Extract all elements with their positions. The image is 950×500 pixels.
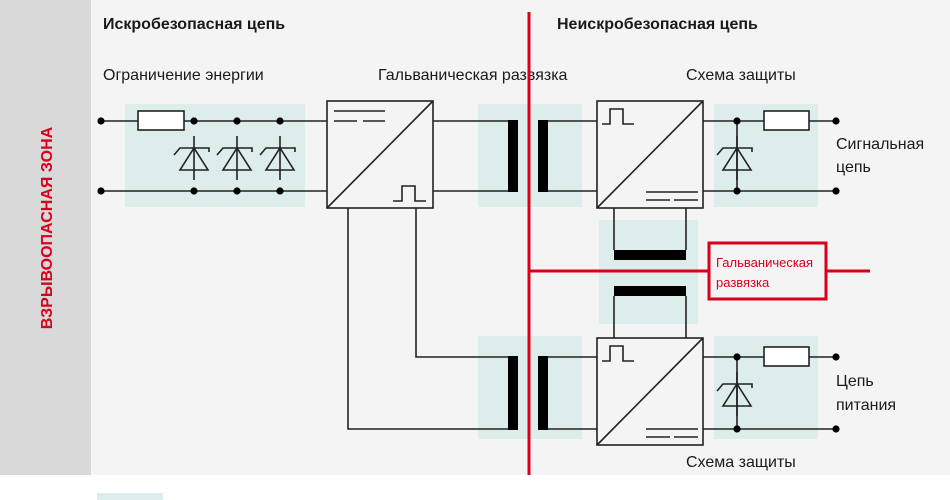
transformer-icon bbox=[508, 120, 548, 192]
resistor-icon bbox=[763, 110, 810, 131]
legend-swatch bbox=[97, 493, 163, 500]
energy-limit-label: Ограничение энергии bbox=[103, 67, 264, 84]
wiring bbox=[347, 120, 836, 430]
protection-circuit-label-bottom: Схема защиты bbox=[686, 454, 796, 471]
signal-protection-circuit bbox=[716, 110, 840, 195]
resistor-icon bbox=[763, 346, 810, 367]
power-protection-circuit bbox=[716, 346, 840, 433]
signal-circuit-label-2: цепь bbox=[836, 159, 871, 176]
galvanic-isolation-label: Гальваническая развязка bbox=[378, 67, 568, 84]
callout-text-2: развязка bbox=[716, 275, 770, 290]
protection-circuit-label-top: Схема защиты bbox=[686, 67, 796, 84]
power-circuit-label-1: Цепь bbox=[836, 373, 874, 390]
hazardous-zone-label: ВЗРЫВООПАСНАЯ ЗОНА bbox=[39, 126, 56, 329]
resistor-icon bbox=[137, 110, 185, 131]
hazardous-zone-band bbox=[0, 0, 91, 475]
signal-circuit-label-1: Сигнальная bbox=[836, 136, 924, 153]
transformer-icon bbox=[508, 356, 548, 430]
transformer-icon bbox=[614, 250, 686, 296]
dc-converter-icon bbox=[596, 100, 704, 209]
galvanic-isolation-callout bbox=[707, 241, 828, 301]
power-circuit-label-2: питания bbox=[836, 397, 896, 414]
callout-text-1: Гальваническая bbox=[716, 255, 813, 270]
energy-limiter-circuit bbox=[97, 110, 327, 195]
intrinsically-safe-title: Искробезопасная цепь bbox=[103, 16, 285, 33]
dc-converter-icon bbox=[326, 100, 434, 209]
dc-converter-icon bbox=[596, 337, 704, 446]
non-intrinsically-safe-title: Неискробезопасная цепь bbox=[557, 16, 758, 33]
